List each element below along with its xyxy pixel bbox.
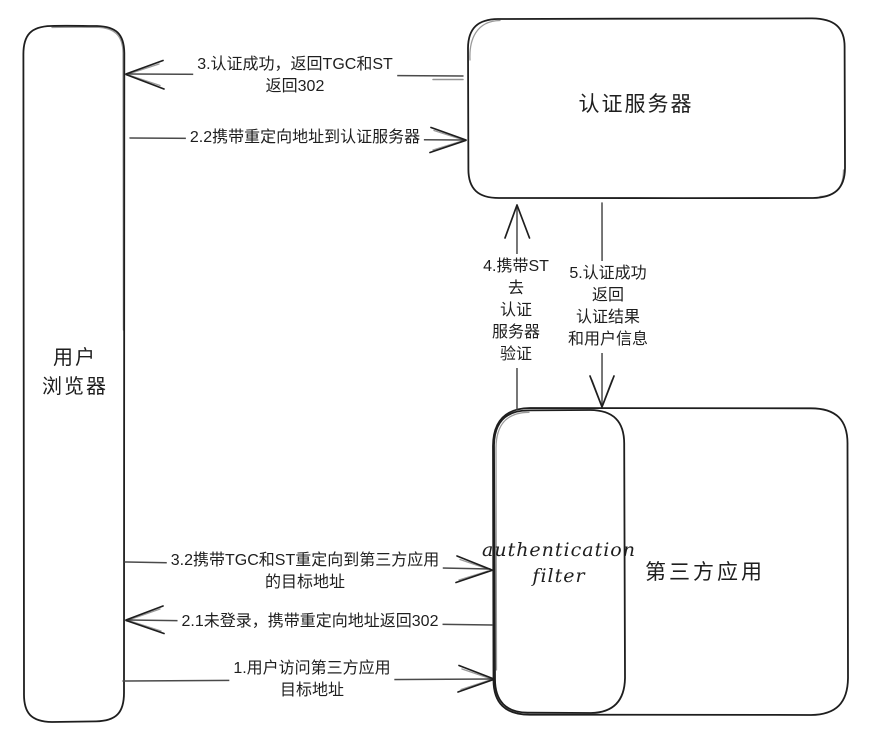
- user-browser-box: [22, 24, 126, 723]
- third-party-app-label: 第三方应用: [645, 561, 765, 584]
- third-party-app-box: [492, 407, 849, 716]
- edge-label-step5-line4: 和用户信息: [567, 331, 649, 348]
- edge-label-step4-line1: 4.携带ST: [483, 258, 549, 275]
- auth-filter-label-line2: filter: [532, 565, 586, 587]
- auth-filter-box: [493, 409, 626, 714]
- auth-filter-label: authentication filter: [482, 537, 636, 589]
- edge-label-step3-2-line2: 的目标地址: [264, 574, 345, 591]
- edge-label-step2-1-line1: 2.1未登录，携带重定向地址返回302: [181, 613, 439, 630]
- user-browser-label-line1: 用户: [53, 347, 97, 369]
- edge-label-step1-line1: 1.用户访问第三方应用: [233, 660, 391, 677]
- edge-label-step1: 1.用户访问第三方应用 目标地址: [229, 657, 395, 703]
- user-browser-label-line2: 浏览器: [42, 376, 108, 398]
- edge-label-step1-line2: 目标地址: [279, 682, 345, 699]
- edge-label-step4: 4.携带ST 去 认证 服务器 验证: [480, 254, 552, 368]
- user-browser-box-sketch: [51, 26, 125, 331]
- edge-label-step5-line1: 5.认证成功: [569, 265, 647, 282]
- user-browser-label: 用户 浏览器: [42, 344, 108, 402]
- edge-label-step5-line2: 返回: [591, 287, 625, 304]
- edge-label-step4-line2: 去: [507, 280, 525, 297]
- edge-label-step4-line4: 服务器: [491, 324, 541, 341]
- edge-label-step5: 5.认证成功 返回 认证结果 和用户信息: [564, 261, 652, 353]
- edge-label-step3-line2: 返回302: [265, 78, 325, 95]
- auth-filter-label-line1: authentication: [482, 539, 636, 561]
- edge-label-step3-2: 3.2携带TGC和ST重定向到第三方应用 的目标地址: [166, 549, 444, 595]
- edge-label-step2-2-line1: 2.2携带重定向地址到认证服务器: [189, 129, 421, 146]
- auth-server-box-sketch: [469, 19, 845, 198]
- auth-server-label: 认证服务器: [578, 93, 694, 116]
- edge-label-step3-2-line1: 3.2携带TGC和ST重定向到第三方应用: [170, 552, 440, 569]
- auth-server-box: [467, 17, 846, 200]
- edge-label-step5-line3: 认证结果: [575, 309, 641, 326]
- auth-filter-box-sketch: [495, 411, 530, 671]
- edge-label-step3: 3.认证成功，返回TGC和ST 返回302: [193, 53, 397, 99]
- edge-label-step4-line5: 验证: [499, 346, 533, 363]
- edge-label-step2-1: 2.1未登录，携带重定向地址返回302: [177, 610, 443, 634]
- edge-label-step2-2: 2.2携带重定向地址到认证服务器: [185, 126, 425, 150]
- edge-label-step3-line1: 3.认证成功，返回TGC和ST: [197, 56, 393, 73]
- edge-label-step4-line3: 认证: [499, 302, 533, 319]
